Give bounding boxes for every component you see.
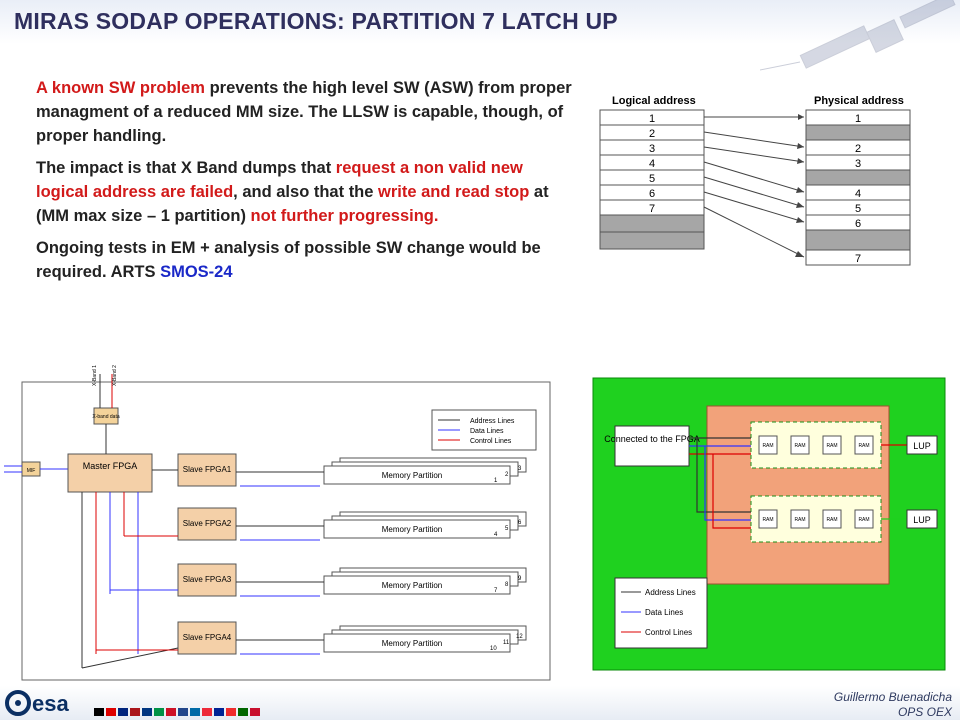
ram-partition-figure: Connected to the FPGA RAM RAM RAM RAM RA… (592, 377, 946, 671)
ram-chip-label: RAM (762, 517, 773, 523)
logical-row: 5 (649, 173, 655, 185)
paragraph-1: A known SW problem prevents the high lev… (36, 76, 576, 148)
legend-address-lines: Address Lines (645, 588, 696, 597)
legend-address-lines: Address Lines (470, 418, 515, 425)
slave-fpga-box (177, 563, 237, 597)
logical-row: 7 (649, 203, 655, 215)
paragraph-2: The impact is that X Band dumps that req… (36, 156, 576, 228)
memory-partition-label: Memory Partition (382, 581, 442, 590)
mapping-arrowheads (795, 114, 804, 257)
physical-row: 2 (855, 143, 861, 155)
memory-partition-label: Memory Partition (382, 639, 442, 648)
slave-fpga-label: Slave FPGA4 (183, 633, 232, 642)
slave-fpga-box (177, 453, 237, 487)
slave-fpga-label: Slave FPGA1 (183, 465, 232, 474)
connected-fpga-label: Connected to the FPGA (604, 434, 700, 444)
legend-data-lines: Data Lines (470, 428, 504, 435)
ram-chip-label: RAM (858, 443, 869, 449)
physical-table: 1 2 3 4 5 6 7 (805, 109, 911, 266)
logical-table: 1 2 3 4 5 6 7 (599, 109, 705, 250)
esa-logo-icon: esa (5, 690, 69, 716)
memory-partition-label: Memory Partition (382, 525, 442, 534)
partition-number: 8 (505, 582, 509, 588)
legend-control-lines: Control Lines (645, 628, 692, 637)
logical-row: 3 (649, 143, 655, 155)
logical-row: 4 (649, 158, 655, 170)
memory-partition-label: Memory Partition (382, 471, 442, 480)
paragraph-3: Ongoing tests in EM + analysis of possib… (36, 236, 576, 284)
author-name: Guillermo Buenadicha (833, 690, 952, 704)
partition-number: 12 (516, 634, 523, 640)
partition-number: 7 (494, 588, 498, 594)
slave-fpga-label: Slave FPGA3 (183, 575, 232, 584)
physical-row: 3 (855, 158, 861, 170)
author-unit: OPS OEX (897, 705, 952, 719)
paragraph-3-text: Ongoing tests in EM + analysis of possib… (36, 239, 541, 281)
signal-lines (689, 437, 907, 529)
connected-fpga-box (614, 425, 690, 467)
paragraph-2-text-a: The impact is that X Band dumps that (36, 159, 336, 177)
master-fpga-label: Master FPGA (83, 461, 138, 471)
slave-fpga-label: Slave FPGA2 (183, 519, 232, 528)
title-bar (0, 0, 960, 44)
member-flags-icon (94, 708, 260, 716)
esa-wordmark: esa (32, 691, 69, 716)
logical-row: 6 (649, 188, 655, 200)
partition-numbers: 1 2 3 4 5 6 7 8 9 10 11 12 (490, 466, 523, 652)
partition-number: 6 (518, 520, 522, 526)
memory-partition-stack (323, 457, 527, 653)
logical-row: 2 (649, 128, 655, 140)
partition-number: 4 (494, 532, 498, 538)
lup-label: LUP (913, 515, 931, 525)
xband-label: X-Band 2 (112, 365, 118, 386)
physical-row: 4 (855, 188, 861, 200)
partition-number: 10 (490, 646, 497, 652)
master-fpga-box (67, 453, 153, 493)
ram-chip-label: RAM (794, 443, 805, 449)
mapping-arrows (703, 116, 805, 258)
ram-chip-label: RAM (826, 517, 837, 523)
ram-chip-label: RAM (826, 443, 837, 449)
ram-chip-label: RAM (762, 443, 773, 449)
physical-row: 6 (855, 218, 861, 230)
highlight-not-progressing: not further progressing. (250, 207, 439, 225)
highlight-write-read-stop: write and read stop (378, 183, 530, 201)
paragraph-2-text-b: , and also that the (233, 183, 379, 201)
slave-fpga-box (177, 621, 237, 655)
highlight-sw-problem: A known SW problem (36, 79, 205, 97)
ram-chip-label: RAM (858, 517, 869, 523)
address-mapping-figure: Logical address Physical address 1 2 3 4… (586, 80, 922, 272)
lup-label: LUP (913, 441, 931, 451)
partition-number: 1 (494, 478, 498, 484)
logical-address-header: Logical address (612, 95, 696, 107)
paragraph-2-text-c: at (MM max size – 1 partition) (36, 183, 549, 225)
legend-control-lines: Control Lines (470, 438, 512, 445)
legend-data-lines: Data Lines (645, 608, 683, 617)
ram-chip-label: RAM (794, 517, 805, 523)
footer-credits: Guillermo Buenadicha OPS OEX (834, 690, 952, 720)
partition-number: 11 (503, 640, 510, 646)
xband-label: X-Band 1 (92, 365, 98, 386)
mif-box: MIF (27, 468, 36, 474)
physical-row: 5 (855, 203, 861, 215)
physical-row: 1 (855, 113, 861, 125)
partition-number: 3 (518, 466, 522, 472)
xband-data-box: X-band data (92, 414, 119, 420)
body-text: A known SW problem prevents the high lev… (36, 76, 576, 292)
logical-row: 1 (649, 113, 655, 125)
fpga-block-diagram: X-band data X-Band 1 X-Band 2 MIF Master… (0, 358, 578, 686)
partition-number: 2 (505, 472, 509, 478)
highlight-invalid-address: request a non valid new logical address … (36, 159, 523, 201)
slave-fpga-box (177, 507, 237, 541)
satellite-watermark-icon (760, 0, 956, 71)
partition-number: 9 (518, 576, 522, 582)
physical-row: 7 (855, 253, 861, 265)
physical-address-header: Physical address (814, 95, 904, 107)
paragraph-1-text: prevents the high level SW (ASW) from pr… (36, 79, 572, 145)
partition-number: 5 (505, 526, 509, 532)
green-legend (614, 577, 708, 649)
arts-link[interactable]: SMOS-24 (160, 263, 233, 281)
fpga-links (81, 469, 324, 669)
page-title: MIRAS SODAP OPERATIONS: PARTITION 7 LATC… (14, 8, 618, 34)
